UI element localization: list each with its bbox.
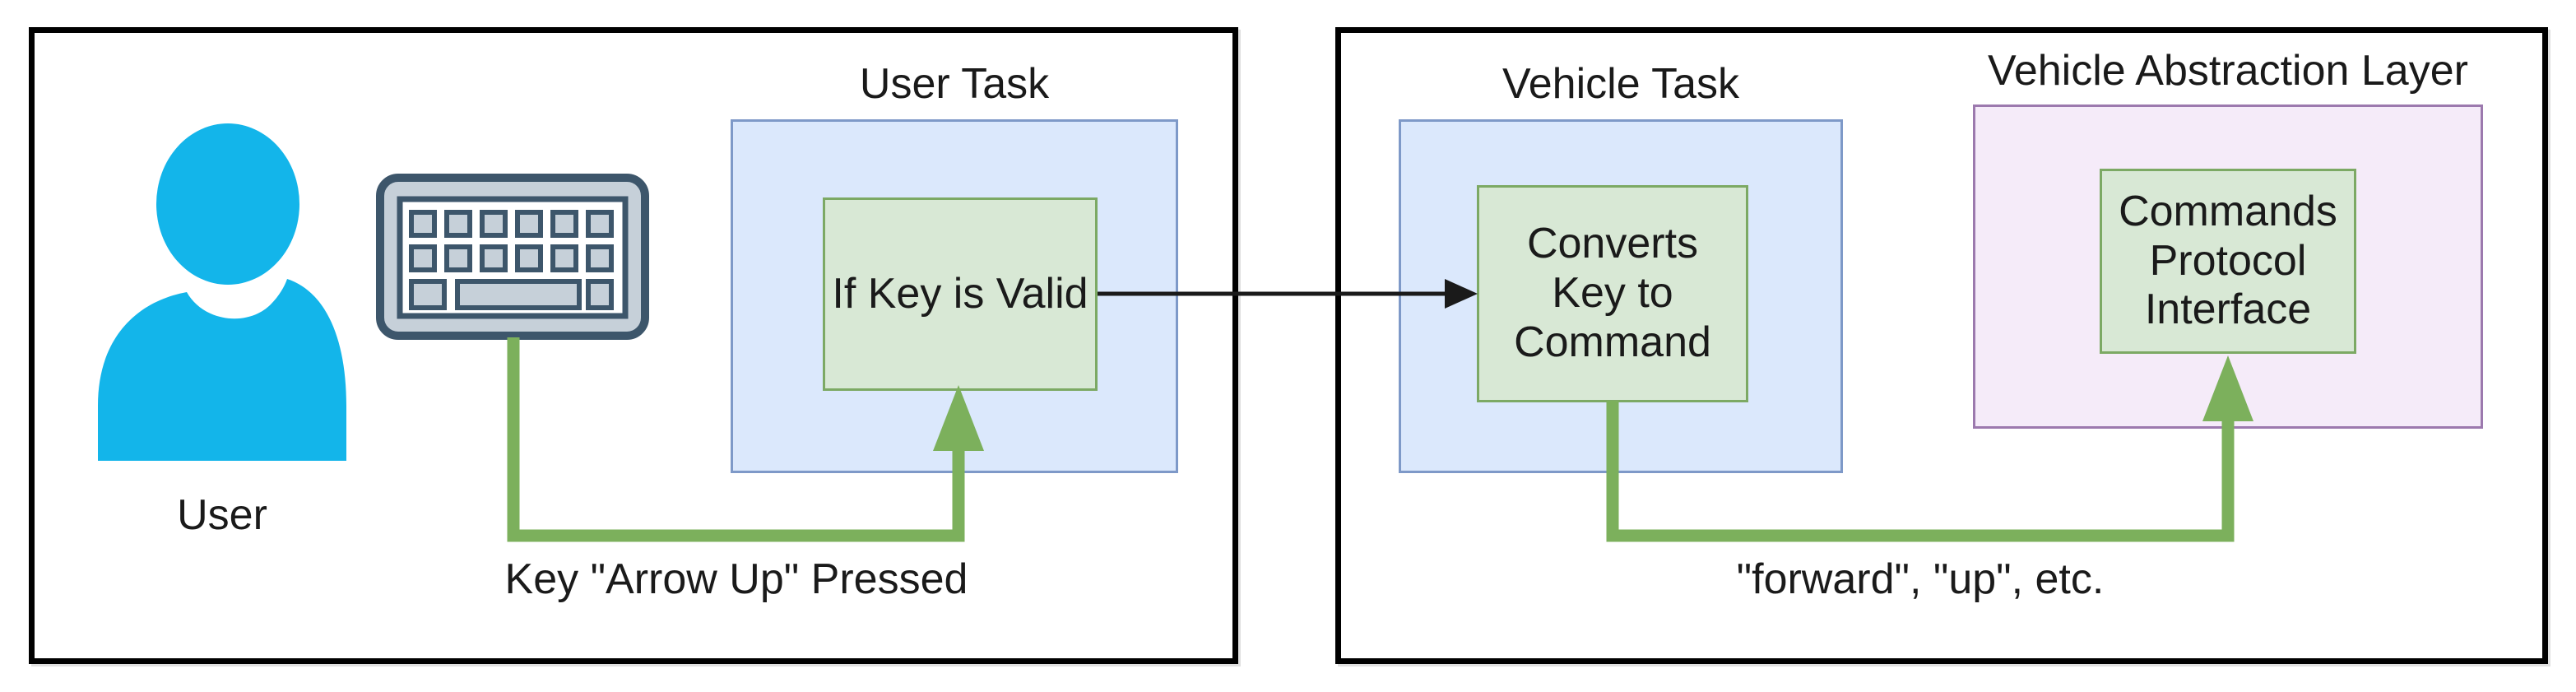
user-task-group-title: User Task: [859, 60, 1050, 108]
if-key-valid-node: If Key is Valid: [823, 197, 1098, 391]
commands-protocol-interface-node: Commands Protocol Interface: [2100, 169, 2356, 354]
commands-protocol-interface-label: Commands Protocol Interface: [2119, 187, 2337, 334]
command-edge-label: "forward", "up", etc.: [1736, 555, 2105, 603]
user-label: User: [177, 491, 267, 539]
converts-key-to-command-label: Converts Key to Command: [1514, 220, 1711, 366]
vehicle-task-group-title: Vehicle Task: [1502, 60, 1740, 108]
if-key-valid-label: If Key is Valid: [832, 269, 1088, 318]
keyboard-icon: [376, 174, 649, 340]
keypress-edge-label: Key "Arrow Up" Pressed: [504, 555, 968, 603]
vehicle-abstraction-layer-title: Vehicle Abstraction Layer: [1988, 47, 2468, 95]
converts-key-to-command-node: Converts Key to Command: [1477, 185, 1748, 402]
user-icon: [98, 123, 346, 461]
